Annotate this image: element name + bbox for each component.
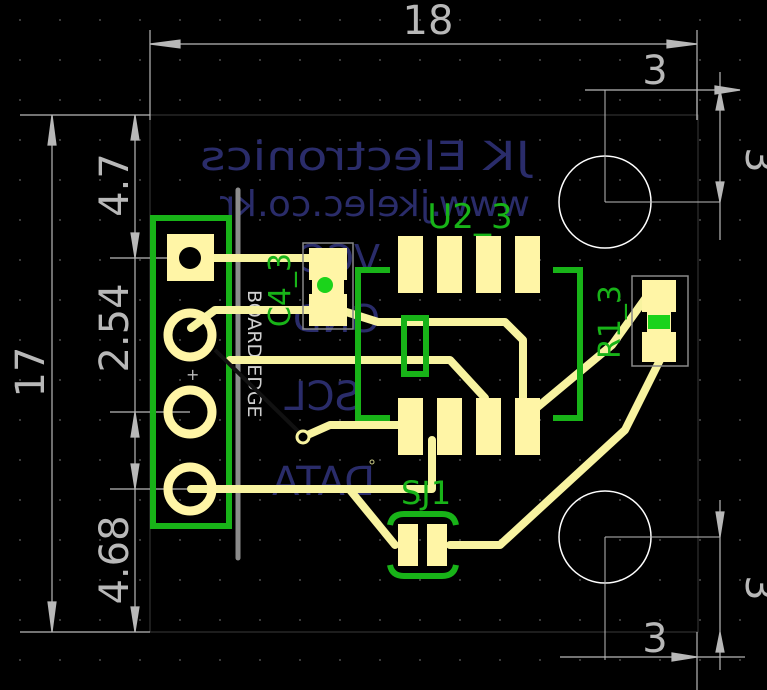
bottom-text-company: JK Electronics xyxy=(200,134,534,180)
c4-pad-top xyxy=(309,248,347,280)
dim-height-label: 17 xyxy=(8,347,54,398)
board-edge-label: BOARD EDGE xyxy=(243,290,265,418)
sj1-pad-right xyxy=(427,524,447,566)
u2-pad-top-1 xyxy=(398,236,423,293)
dim-offset-bottom-label: 4.68 xyxy=(92,515,138,604)
sj1-pad-left xyxy=(398,524,418,566)
trace-sj-left xyxy=(346,486,399,549)
plus-mark: + xyxy=(186,365,199,384)
sj1-silk-top xyxy=(387,511,459,526)
u2-pad-bottom-3 xyxy=(476,398,501,455)
dim-width-label: 18 xyxy=(403,0,454,44)
solder-jumper-sj1: SJ1 xyxy=(387,474,459,579)
dim-bottom-right-y-label: 3 xyxy=(736,575,767,600)
u2-label: U2_3 xyxy=(427,197,512,237)
u2-silk-center xyxy=(401,315,429,377)
sj1-silk-bottom xyxy=(387,564,459,579)
trace-r1-right xyxy=(446,356,664,549)
resistor-r1: R1_3 xyxy=(593,275,689,367)
header-pad-1-hole xyxy=(179,247,201,269)
trace-sda-res xyxy=(299,421,409,441)
r1-label: R1_3 xyxy=(593,285,628,359)
u2-pad-top-2 xyxy=(437,236,462,293)
u2-pad-bottom-1 xyxy=(398,398,423,455)
dim-offset-top-label: 4.7 xyxy=(92,153,138,217)
ic-u2: U2_3 xyxy=(355,197,583,455)
copper-traces xyxy=(187,254,664,549)
r1-outline xyxy=(631,275,689,367)
u2-silk-right xyxy=(553,267,583,421)
r1-pad-bottom xyxy=(642,332,676,362)
c4-outline xyxy=(302,242,354,330)
u2-pad-bottom-2 xyxy=(437,398,462,455)
bottom-text-url: www.jkelec.co.kr xyxy=(220,184,530,225)
header-pad-2 xyxy=(163,308,217,362)
sj1-label: SJ1 xyxy=(401,474,451,512)
capacitor-c4: C4_3 xyxy=(263,242,354,330)
c4-marker xyxy=(317,277,333,293)
u2-pad-top-3 xyxy=(476,236,501,293)
via-small xyxy=(295,429,311,445)
trace-data xyxy=(187,436,436,493)
dimensions xyxy=(20,30,745,690)
header-pad-3 xyxy=(163,385,217,439)
dimension-labels: 18 17 4.7 2.54 4.68 3 3 3 3 xyxy=(8,0,767,662)
r1-marker xyxy=(648,315,670,329)
dim-pitch-label: 2.54 xyxy=(92,283,138,372)
r1-pad-top xyxy=(642,280,676,312)
via-tiny xyxy=(369,459,375,465)
c4-label: C4_3 xyxy=(263,253,298,327)
u2-pad-bottom-4 xyxy=(515,398,540,455)
dim-bottom-right-x-label: 3 xyxy=(642,616,667,662)
trace-r1-left xyxy=(518,288,654,424)
dim-top-right-x-label: 3 xyxy=(642,48,667,94)
u2-pad-top-4 xyxy=(515,236,540,293)
bottom-text-scl: SCL xyxy=(284,374,360,420)
trace-gnd xyxy=(187,306,527,429)
c4-pad-bottom xyxy=(309,294,347,326)
trace-scl xyxy=(226,356,489,402)
u2-silk-left xyxy=(355,267,390,421)
header-pad-4 xyxy=(163,462,217,516)
trace-diagonal-bottom xyxy=(213,348,304,437)
mounting-holes xyxy=(558,90,720,660)
dim-top-right-y-label: 3 xyxy=(736,147,767,172)
header-silkscreen xyxy=(150,215,232,529)
header-pads xyxy=(163,234,217,516)
